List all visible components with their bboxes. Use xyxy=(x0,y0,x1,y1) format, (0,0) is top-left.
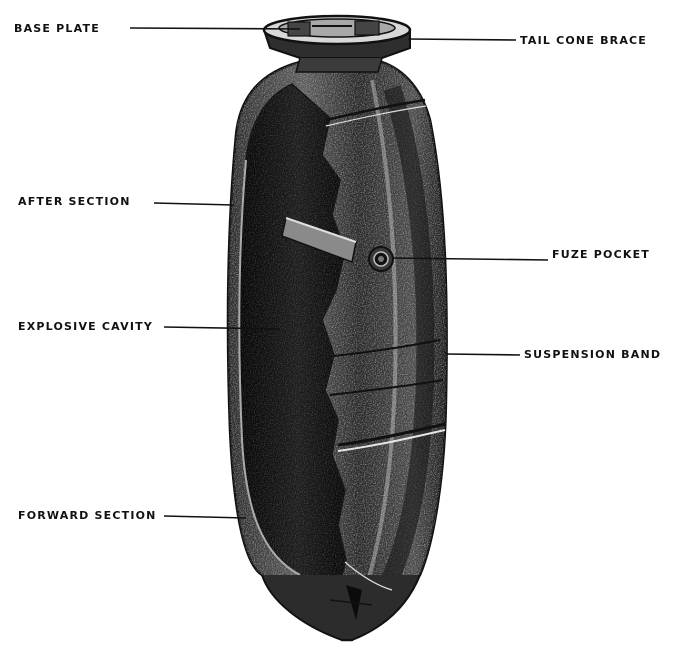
label-tail-cone-brace: TAIL CONE BRACE xyxy=(520,34,647,47)
callout-tail-cone-brace: TAIL CONE BRACE xyxy=(408,34,647,47)
callout-suspension-band: SUSPENSION BAND xyxy=(446,348,661,361)
label-explosive-cavity: EXPLOSIVE CAVITY xyxy=(18,320,153,333)
label-after-section: AFTER SECTION xyxy=(18,195,131,208)
label-base-plate: BASE PLATE xyxy=(14,22,100,35)
label-forward-section: FORWARD SECTION xyxy=(18,509,157,522)
callout-forward-section: FORWARD SECTION xyxy=(18,509,246,522)
callout-after-section: AFTER SECTION xyxy=(18,195,234,208)
callout-base-plate: BASE PLATE xyxy=(14,22,300,35)
label-suspension-band: SUSPENSION BAND xyxy=(524,348,661,361)
nose-cone xyxy=(262,575,420,640)
label-fuze-pocket: FUZE POCKET xyxy=(552,248,650,261)
